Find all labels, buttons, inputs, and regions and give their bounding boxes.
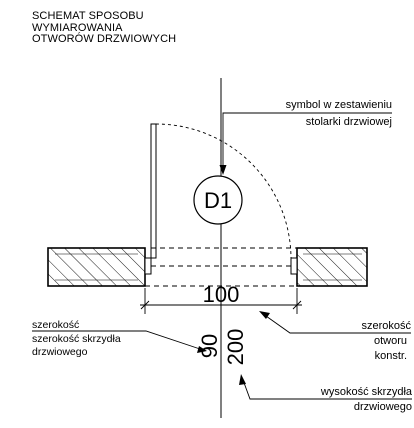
title-line: WYMIAROWANIA — [32, 21, 123, 34]
door-symbol: D1 — [193, 175, 243, 225]
door-swing-arc — [155, 123, 292, 259]
drawing-title: SCHEMAT SPOSOBU WYMIAROWANIA OTWORÓW DRZ… — [32, 10, 177, 46]
leaf-height-note-line1: wysokość skrzydła — [320, 386, 413, 398]
dimension-height: 200 — [223, 329, 248, 366]
symbol-note-leader — [222, 112, 392, 168]
leaf-height-note-arrowhead — [239, 374, 246, 385]
dimension-width: 100 — [203, 282, 240, 307]
opening-note-line1: szerokość — [361, 320, 411, 332]
right-wall — [296, 247, 368, 287]
opening-note-line2: otworu — [374, 335, 407, 347]
left-label-line3: drzwiowego — [32, 346, 88, 358]
left-label-line1: szerokość — [32, 319, 79, 331]
left-label-arrowhead — [197, 346, 207, 353]
opening-note-line3: konstr. — [375, 350, 407, 362]
leaf-height-note-line2: drzwiowego — [354, 401, 412, 413]
symbol-note-line1: symbol w zestawieniu — [286, 99, 392, 111]
symbol-note-line2: stolarki drzwiowej — [306, 116, 392, 128]
title-line: OTWORÓW DRZWIOWYCH — [32, 33, 177, 45]
left-label-line2: szerokość skrzydła — [32, 333, 121, 345]
title-line: SCHEMAT SPOSOBU — [32, 10, 144, 22]
left-door-frame — [144, 257, 152, 275]
symbol-note-arrowhead — [219, 165, 227, 175]
dimension-leaf-width: 90 — [197, 334, 222, 358]
left-wall — [47, 247, 146, 287]
door-symbol-label: D1 — [204, 188, 232, 213]
door-leaf — [150, 123, 157, 259]
opening-note-arrowhead — [259, 311, 270, 319]
right-door-frame — [290, 257, 298, 275]
left-label-leader — [32, 330, 201, 350]
leaf-height-note-leader — [242, 379, 412, 400]
opening-note-leader — [265, 315, 411, 334]
